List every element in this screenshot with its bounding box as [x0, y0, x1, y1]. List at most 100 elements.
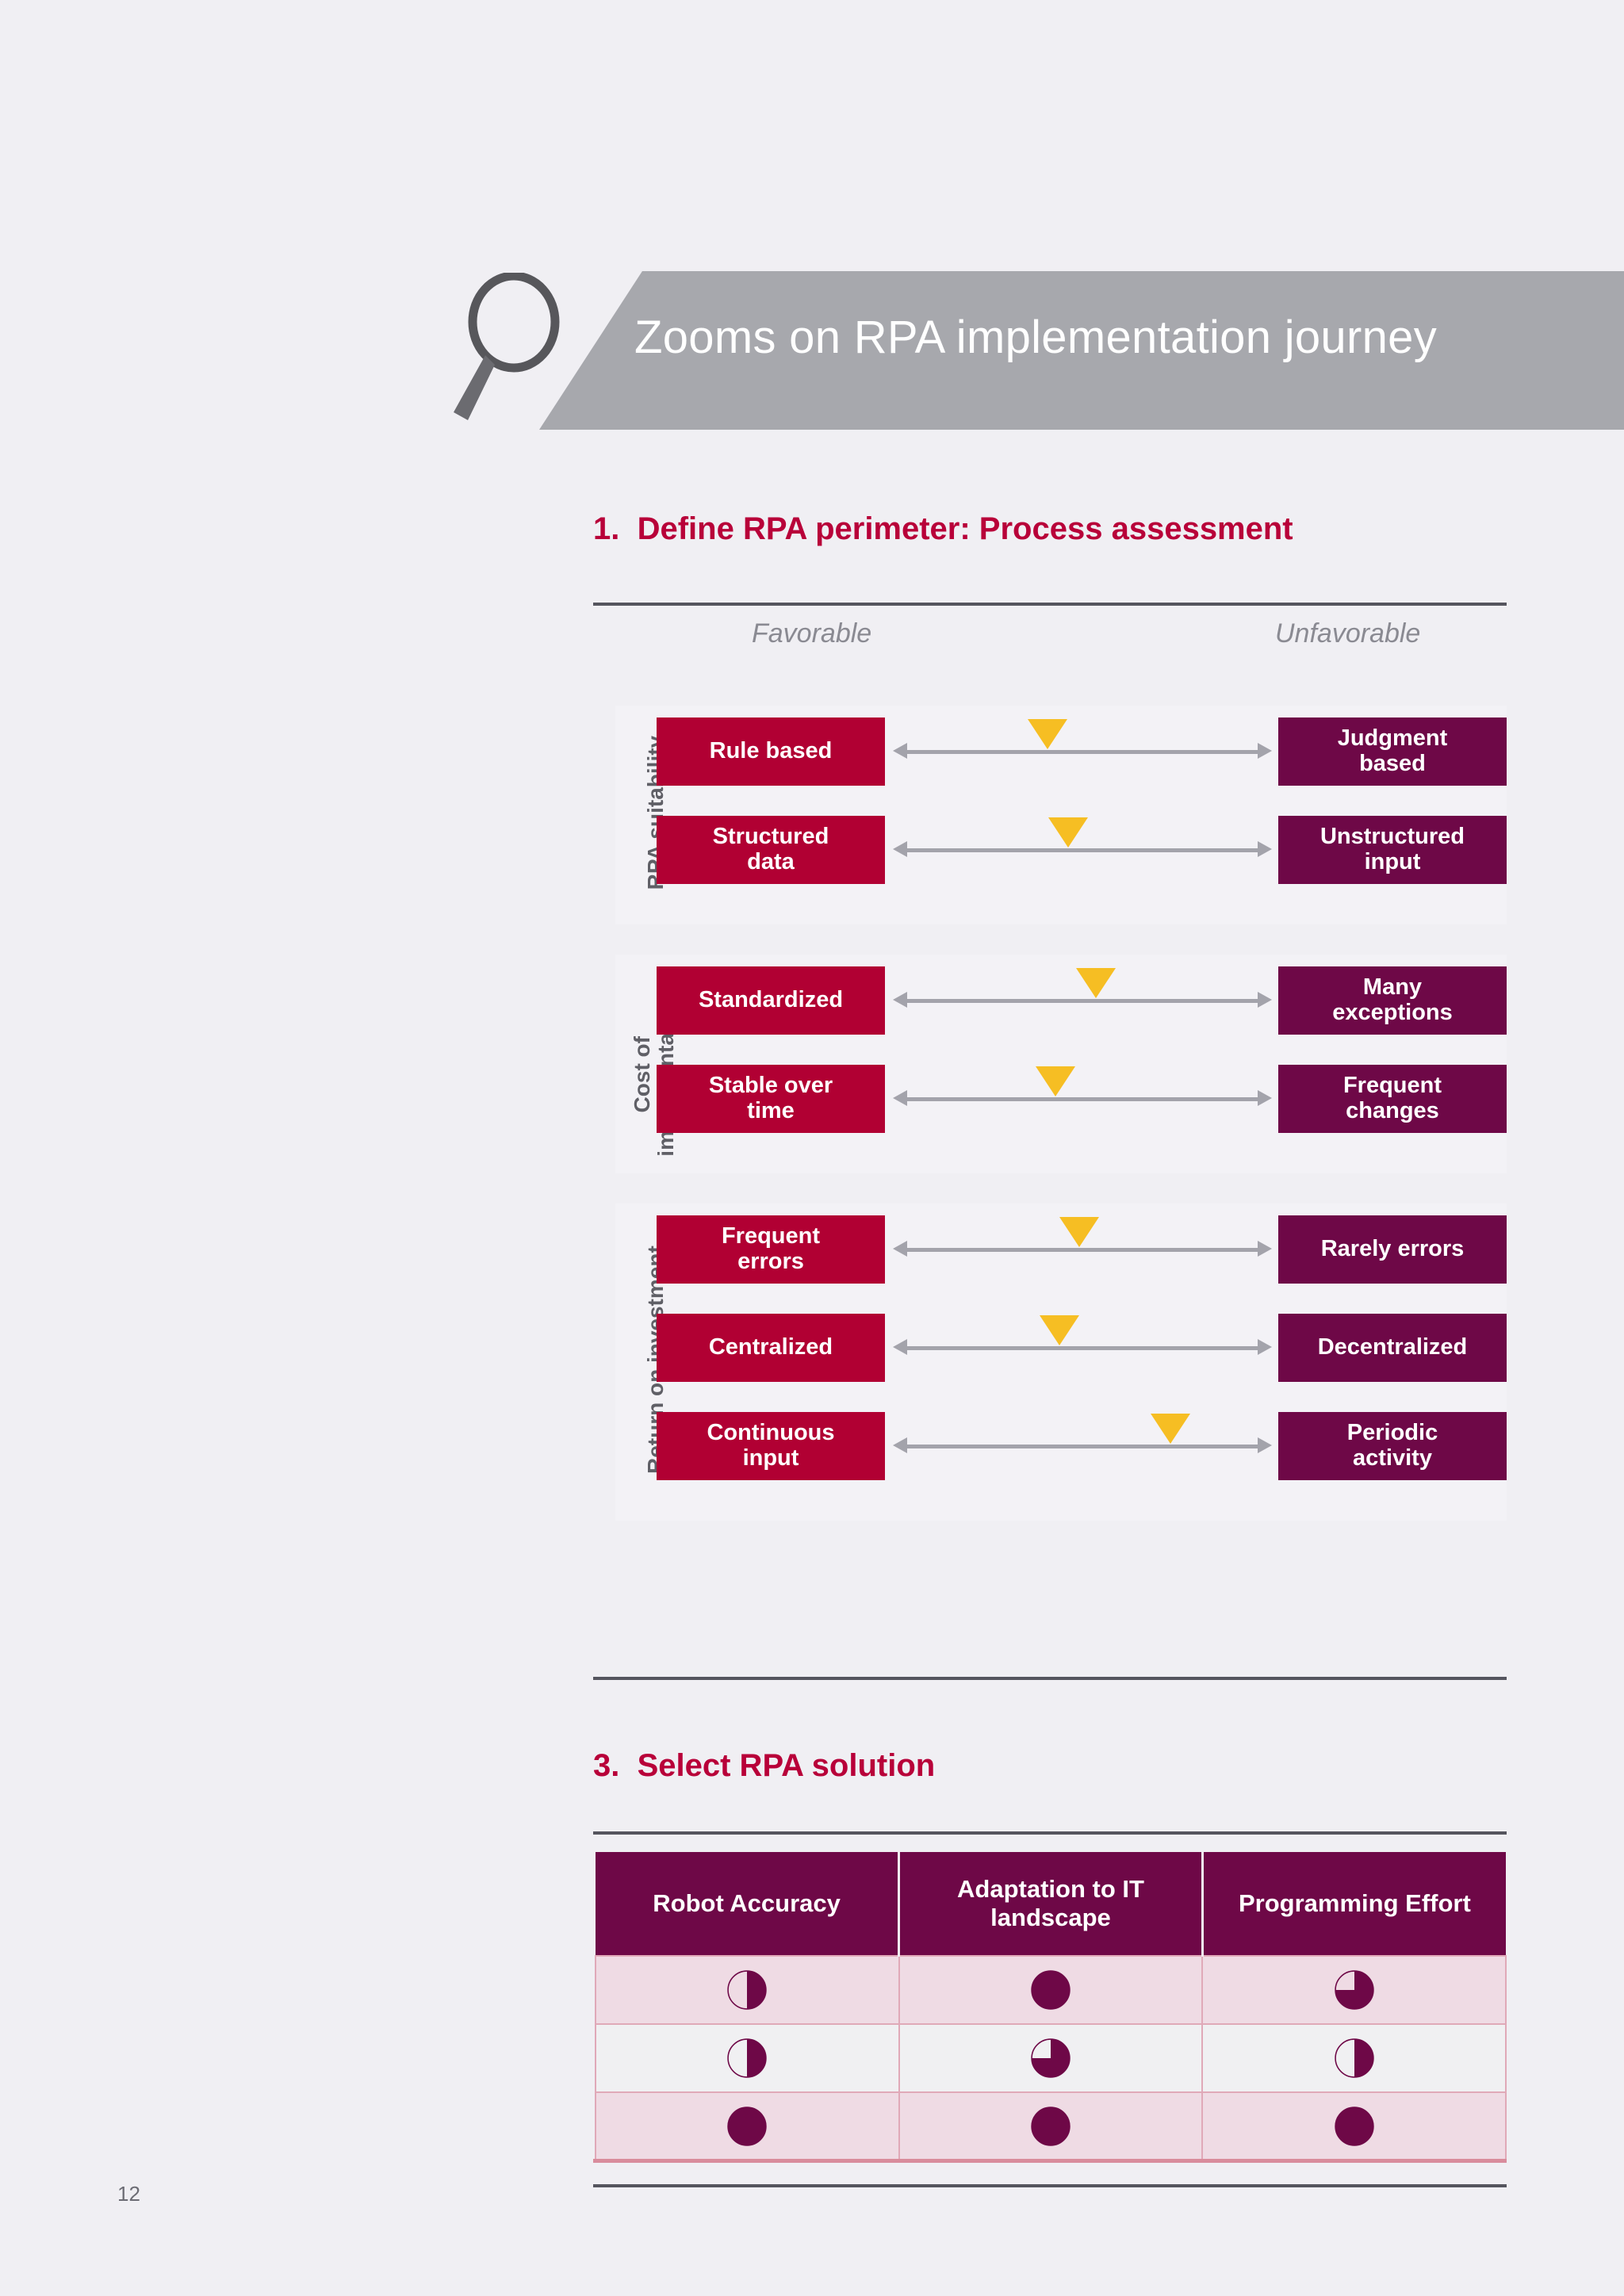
- matrix-box-favorable: Standardized: [657, 966, 885, 1035]
- connector-line: [904, 1248, 1261, 1252]
- connector-line: [904, 848, 1261, 852]
- axis-label-favorable: Favorable: [752, 618, 872, 649]
- harvey-half-icon: [1334, 2038, 1374, 2078]
- section-3-number: 3.: [593, 1748, 620, 1783]
- position-marker-icon: [1028, 719, 1067, 749]
- arrow-left-icon: [893, 841, 907, 857]
- table-cell: [595, 2091, 900, 2161]
- axis-label-unfavorable: Unfavorable: [1275, 618, 1421, 649]
- column-header-line: Robot Accuracy: [653, 1889, 841, 1918]
- connector-line: [904, 1346, 1261, 1350]
- page-title: Zooms on RPA implementation journey: [634, 312, 1438, 363]
- matrix-connector: [893, 1217, 1272, 1257]
- harvey-three-quarter-icon: [1031, 2038, 1071, 2078]
- matrix-box-label: Rule based: [709, 738, 833, 764]
- arrow-right-icon: [1258, 743, 1272, 759]
- section-1-number: 1.: [593, 511, 620, 546]
- matrix-row-centralized: Centralized Decentralized: [593, 1314, 1507, 1382]
- matrix-box-unfavorable: Decentralized: [1278, 1314, 1507, 1382]
- table-cell: [1201, 1955, 1507, 2025]
- page-number: 12: [117, 2182, 140, 2206]
- harvey-full-icon: [1031, 1970, 1071, 2010]
- matrix-connector: [893, 1066, 1272, 1106]
- table-cell: [1201, 2091, 1507, 2161]
- connector-line: [904, 1445, 1261, 1448]
- harvey-full-icon: [1031, 2107, 1071, 2146]
- harvey-half-icon: [727, 2038, 768, 2078]
- table-row: [595, 2091, 1507, 2161]
- matrix-box-label: Centralized: [708, 1334, 833, 1360]
- process-assessment-matrix: Favorable Unfavorable RPA suitability Ru…: [593, 618, 1507, 1649]
- arrow-left-icon: [893, 1241, 907, 1257]
- arrow-left-icon: [893, 1090, 907, 1106]
- arrow-right-icon: [1258, 1090, 1272, 1106]
- position-marker-icon: [1036, 1066, 1075, 1096]
- arrow-right-icon: [1258, 992, 1272, 1008]
- matrix-box-favorable: Centralized: [657, 1314, 885, 1382]
- column-header-robot-accuracy: Robot Accuracy: [596, 1852, 901, 1956]
- position-marker-icon: [1151, 1414, 1190, 1444]
- position-marker-icon: [1076, 968, 1116, 998]
- connector-line: [904, 1097, 1261, 1101]
- harvey-full-icon: [727, 2107, 768, 2146]
- harvey-half-icon: [727, 1970, 768, 2010]
- matrix-box-favorable: Rule based: [657, 718, 885, 786]
- table-cell: [1201, 2023, 1507, 2093]
- arrow-right-icon: [1258, 841, 1272, 857]
- matrix-box-label: Rarely errors: [1320, 1236, 1465, 1262]
- table-row: [595, 2023, 1507, 2093]
- arrow-left-icon: [893, 992, 907, 1008]
- table-bottom-rule: [593, 2159, 1507, 2163]
- position-marker-icon: [1059, 1217, 1099, 1247]
- harvey-three-quarter-icon: [1334, 1970, 1374, 2010]
- section-3-top-rule: [593, 1831, 1507, 1835]
- arrow-right-icon: [1258, 1241, 1272, 1257]
- section-3-heading: 3. Select RPA solution: [593, 1748, 935, 1784]
- matrix-connector: [893, 817, 1272, 857]
- connector-line: [904, 999, 1261, 1003]
- arrow-left-icon: [893, 743, 907, 759]
- position-marker-icon: [1040, 1315, 1079, 1345]
- table-cell: [595, 1955, 900, 2025]
- column-header-line: Adaptation to IT: [957, 1875, 1144, 1904]
- table-cell: [898, 1955, 1204, 2025]
- table-cell: [898, 2023, 1204, 2093]
- column-header-line: landscape: [990, 1904, 1111, 1931]
- section-1-bottom-rule: [593, 1677, 1507, 1680]
- harvey-full-icon: [1334, 2107, 1374, 2146]
- matrix-box-label: Decentralized: [1317, 1334, 1468, 1360]
- arrow-left-icon: [893, 1339, 907, 1355]
- page-header: Zooms on RPA implementation journey: [0, 262, 1624, 432]
- table-row: [595, 1955, 1507, 2025]
- arrow-right-icon: [1258, 1339, 1272, 1355]
- section-1-title: Define RPA perimeter: Process assessment: [637, 511, 1293, 546]
- column-header-line: Programming Effort: [1239, 1889, 1471, 1918]
- table-cell: [898, 2091, 1204, 2161]
- table-cell: [595, 2023, 900, 2093]
- matrix-box-label: Standardized: [698, 987, 844, 1013]
- section-1-top-rule: [593, 603, 1507, 606]
- matrix-connector: [893, 968, 1272, 1008]
